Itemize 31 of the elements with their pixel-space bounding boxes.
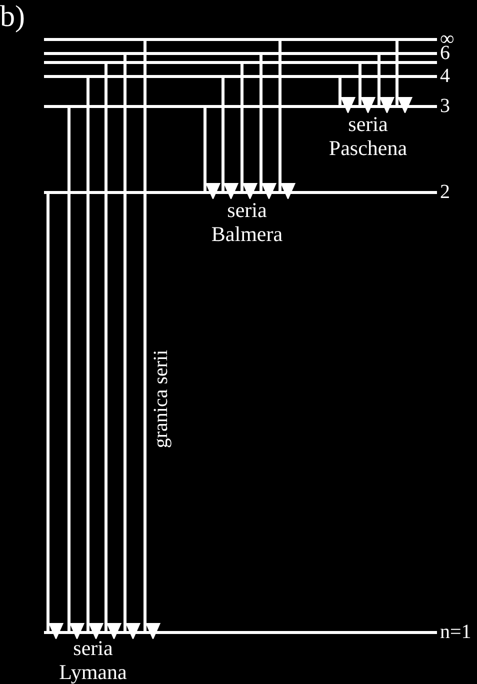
series-label: seria Lymana [58, 636, 128, 684]
transition-arrow [240, 64, 258, 200]
energy-level-line [44, 631, 437, 634]
transition-arrow [260, 55, 277, 200]
energy-level-line [44, 38, 437, 41]
transition-arrow [278, 41, 296, 200]
transition-arrow [378, 55, 395, 114]
energy-level-line [44, 61, 437, 64]
energy-level-line [44, 52, 437, 55]
level-label: 4 [440, 66, 450, 86]
transition-arrow [222, 78, 239, 200]
energy-level-line [44, 75, 437, 78]
transition-arrow [358, 64, 376, 114]
transition-arrow [144, 41, 161, 640]
transition-arrow [104, 64, 122, 640]
transition-arrow [68, 108, 85, 640]
level-label: 2 [440, 182, 450, 202]
transition-arrow [204, 108, 221, 200]
transition-arrow [46, 194, 64, 640]
level-label: 3 [440, 96, 450, 116]
transition-arrow [86, 78, 104, 640]
energy-level-line [44, 191, 437, 194]
energy-level-line [44, 105, 437, 108]
series-limit-label: granica serii [151, 350, 172, 448]
panel-label: b) [0, 0, 26, 34]
series-label: seria Balmera [210, 198, 284, 246]
transition-arrow [124, 55, 141, 640]
transition-arrow [338, 78, 356, 114]
level-label: n=1 [440, 622, 472, 642]
series-label: seria Paschena [328, 112, 408, 160]
transition-arrow [396, 41, 413, 114]
